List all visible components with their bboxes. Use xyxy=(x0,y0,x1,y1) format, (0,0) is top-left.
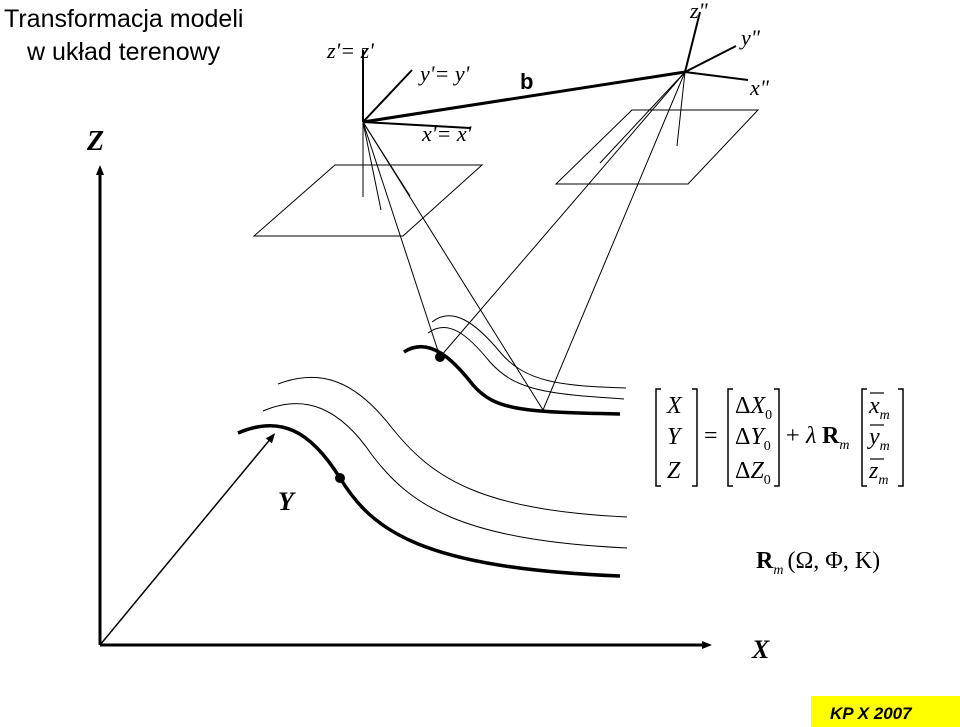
camera1-y-axis xyxy=(362,69,413,123)
vec-left-Z: Z xyxy=(667,458,681,484)
x-dbl-label: x" xyxy=(749,75,770,100)
bracket-left-close xyxy=(692,388,698,487)
lambda-symbol: λ xyxy=(805,423,816,449)
x-axis-label: X xyxy=(751,635,770,664)
camera2-principal-ray xyxy=(676,71,686,147)
svg-text:Rm(Ω, Φ, Κ): Rm (Ω, Φ, Κ) xyxy=(756,548,880,578)
y-axis-label: Y xyxy=(278,487,296,516)
vec-left-Y: Y xyxy=(667,424,683,450)
camera1-ray-to-ground xyxy=(362,121,544,411)
ground-point xyxy=(335,473,345,483)
camera-left xyxy=(252,50,544,411)
camera2-x-axis xyxy=(684,71,749,81)
camera2-ray-a xyxy=(599,71,686,164)
svg-text:Rm: Rm xyxy=(822,423,849,453)
x-prime-label: x'= x' xyxy=(421,121,472,146)
y-axis xyxy=(99,433,276,646)
rotation-matrix-sub-m: m xyxy=(839,438,849,453)
ground-contour-1 xyxy=(262,403,628,549)
delta-3: Δ xyxy=(735,458,750,484)
badge-text: KP X 2007 xyxy=(830,704,913,723)
y-dbl-label: y" xyxy=(739,25,761,50)
bracket-mid-open xyxy=(727,388,733,487)
terrain-ground xyxy=(237,376,628,578)
svg-text:ym: ym xyxy=(867,424,890,454)
rotation-args: (Ω, Φ, Κ) xyxy=(787,548,880,574)
model-contour-2 xyxy=(431,315,627,389)
equals-sign: = xyxy=(704,423,718,449)
ground-contour-2 xyxy=(277,376,628,518)
sub0-1: 0 xyxy=(765,408,772,423)
bracket-right-open xyxy=(861,388,867,487)
delta-2: Δ xyxy=(735,424,750,450)
rotation-sub-m: m xyxy=(773,563,783,578)
sub0-2: 0 xyxy=(764,439,771,454)
vec-left-X: X xyxy=(666,393,683,419)
y-prime-label: y'= y' xyxy=(418,61,470,86)
photo-plane-left xyxy=(252,164,484,237)
camera1-x-axis xyxy=(362,121,471,129)
bracket-mid-close xyxy=(774,388,780,487)
title-line1: Transformacja modeli xyxy=(4,5,243,33)
camera-right xyxy=(439,11,760,411)
camera2-y-axis xyxy=(684,45,737,73)
svg-text:ΔY0: ΔY0 xyxy=(735,424,771,454)
camera2-ray-to-point xyxy=(439,71,686,358)
model-contour-1 xyxy=(427,327,625,400)
sub-m-3: m xyxy=(878,473,888,488)
vec-mid-Z: Z xyxy=(750,458,764,484)
copyright-badge: KP X 2007 xyxy=(811,696,960,727)
model-profile-main xyxy=(403,344,621,416)
camera2-ray-to-ground xyxy=(542,71,686,411)
ground-profile-main xyxy=(237,423,621,578)
camera1-ray-to-point xyxy=(362,121,441,358)
ground-axes xyxy=(96,165,712,649)
bracket-right-close xyxy=(898,388,904,487)
vec-right-x: x xyxy=(868,393,880,419)
vec-right-y: y xyxy=(867,424,880,450)
vec-mid-Y: Y xyxy=(750,424,766,450)
rotation-R: R xyxy=(756,548,774,574)
z-dbl-label: z" xyxy=(689,0,709,23)
terrain-model xyxy=(403,315,627,416)
title-line2: w układ terenowy xyxy=(26,38,221,66)
base-line xyxy=(362,70,686,124)
svg-text:xm: xm xyxy=(868,393,890,423)
vec-mid-X: X xyxy=(749,393,766,419)
sub0-3: 0 xyxy=(764,473,771,488)
svg-text:ΔX0: ΔX0 xyxy=(735,393,772,423)
camera2-z-axis xyxy=(684,11,701,73)
delta-1: Δ xyxy=(735,393,750,419)
rotation-matrix-R: R xyxy=(822,423,840,449)
sub-m-1: m xyxy=(880,408,890,423)
badge-background xyxy=(811,696,960,727)
bracket-left-open xyxy=(655,388,661,487)
plus-sign: + xyxy=(786,423,800,449)
z-prime-label: z'= z' xyxy=(326,38,374,63)
sub-m-2: m xyxy=(880,439,890,454)
svg-text:zm: zm xyxy=(868,458,888,488)
base-label: b xyxy=(520,69,533,94)
svg-text:ΔZ0: ΔZ0 xyxy=(735,458,771,488)
model-point xyxy=(435,352,445,362)
vec-right-z: z xyxy=(868,458,879,484)
photo-plane-right xyxy=(554,109,760,185)
z-axis-label: Z xyxy=(86,126,104,157)
transformation-equation: X Y Z = ΔX0 ΔY0 ΔZ0 + λ Rm xm ym zm Rm(Ω… xyxy=(655,388,904,578)
camera1-ray-a xyxy=(362,121,382,211)
